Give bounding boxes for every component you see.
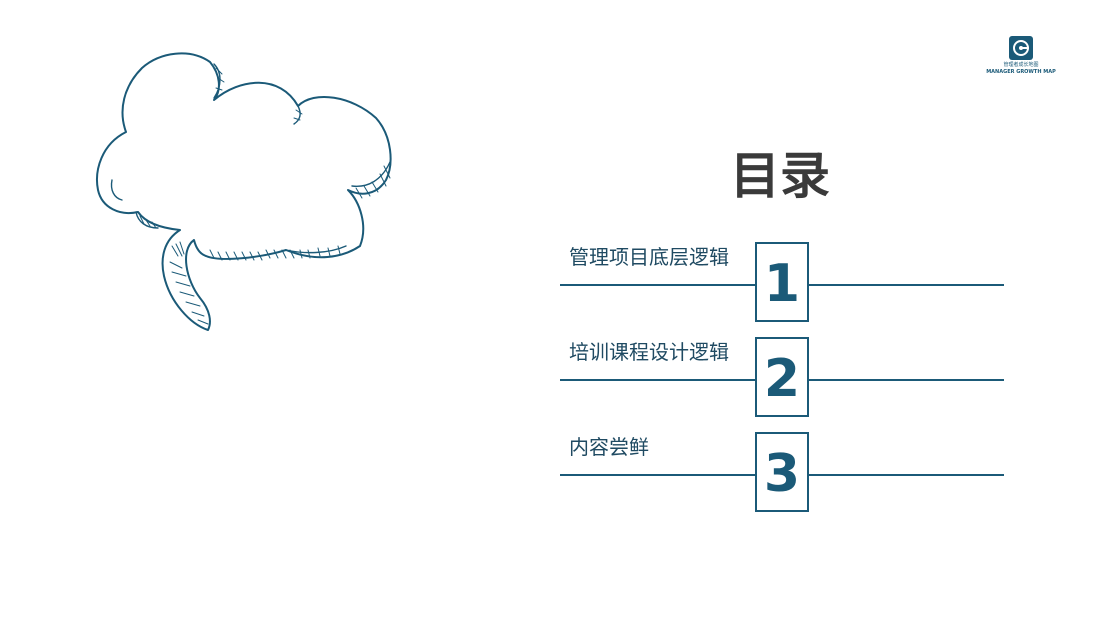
toc-item-number: 3	[755, 432, 809, 512]
toc-item-number: 1	[755, 242, 809, 322]
growth-logo-icon	[1009, 36, 1033, 60]
logo-chinese-text: 管理者成长地图	[1003, 62, 1039, 68]
toc-item-1[interactable]: 管理项目底层逻辑 1	[560, 242, 1004, 322]
toc-item-label: 培训课程设计逻辑	[569, 340, 729, 364]
toc-item-3[interactable]: 内容尝鲜 3	[560, 432, 1004, 512]
speech-bubble-cloud-icon	[96, 52, 392, 331]
toc-item-label: 管理项目底层逻辑	[569, 245, 729, 269]
brand-logo: 管理者成长地图 MANAGER GROWTH MAP	[984, 36, 1058, 78]
toc-item-number: 2	[755, 337, 809, 417]
toc-item-2[interactable]: 培训课程设计逻辑 2	[560, 337, 1004, 417]
page-title: 目录	[730, 147, 830, 205]
toc-item-label: 内容尝鲜	[569, 435, 649, 459]
logo-english-text: MANAGER GROWTH MAP	[986, 69, 1056, 75]
